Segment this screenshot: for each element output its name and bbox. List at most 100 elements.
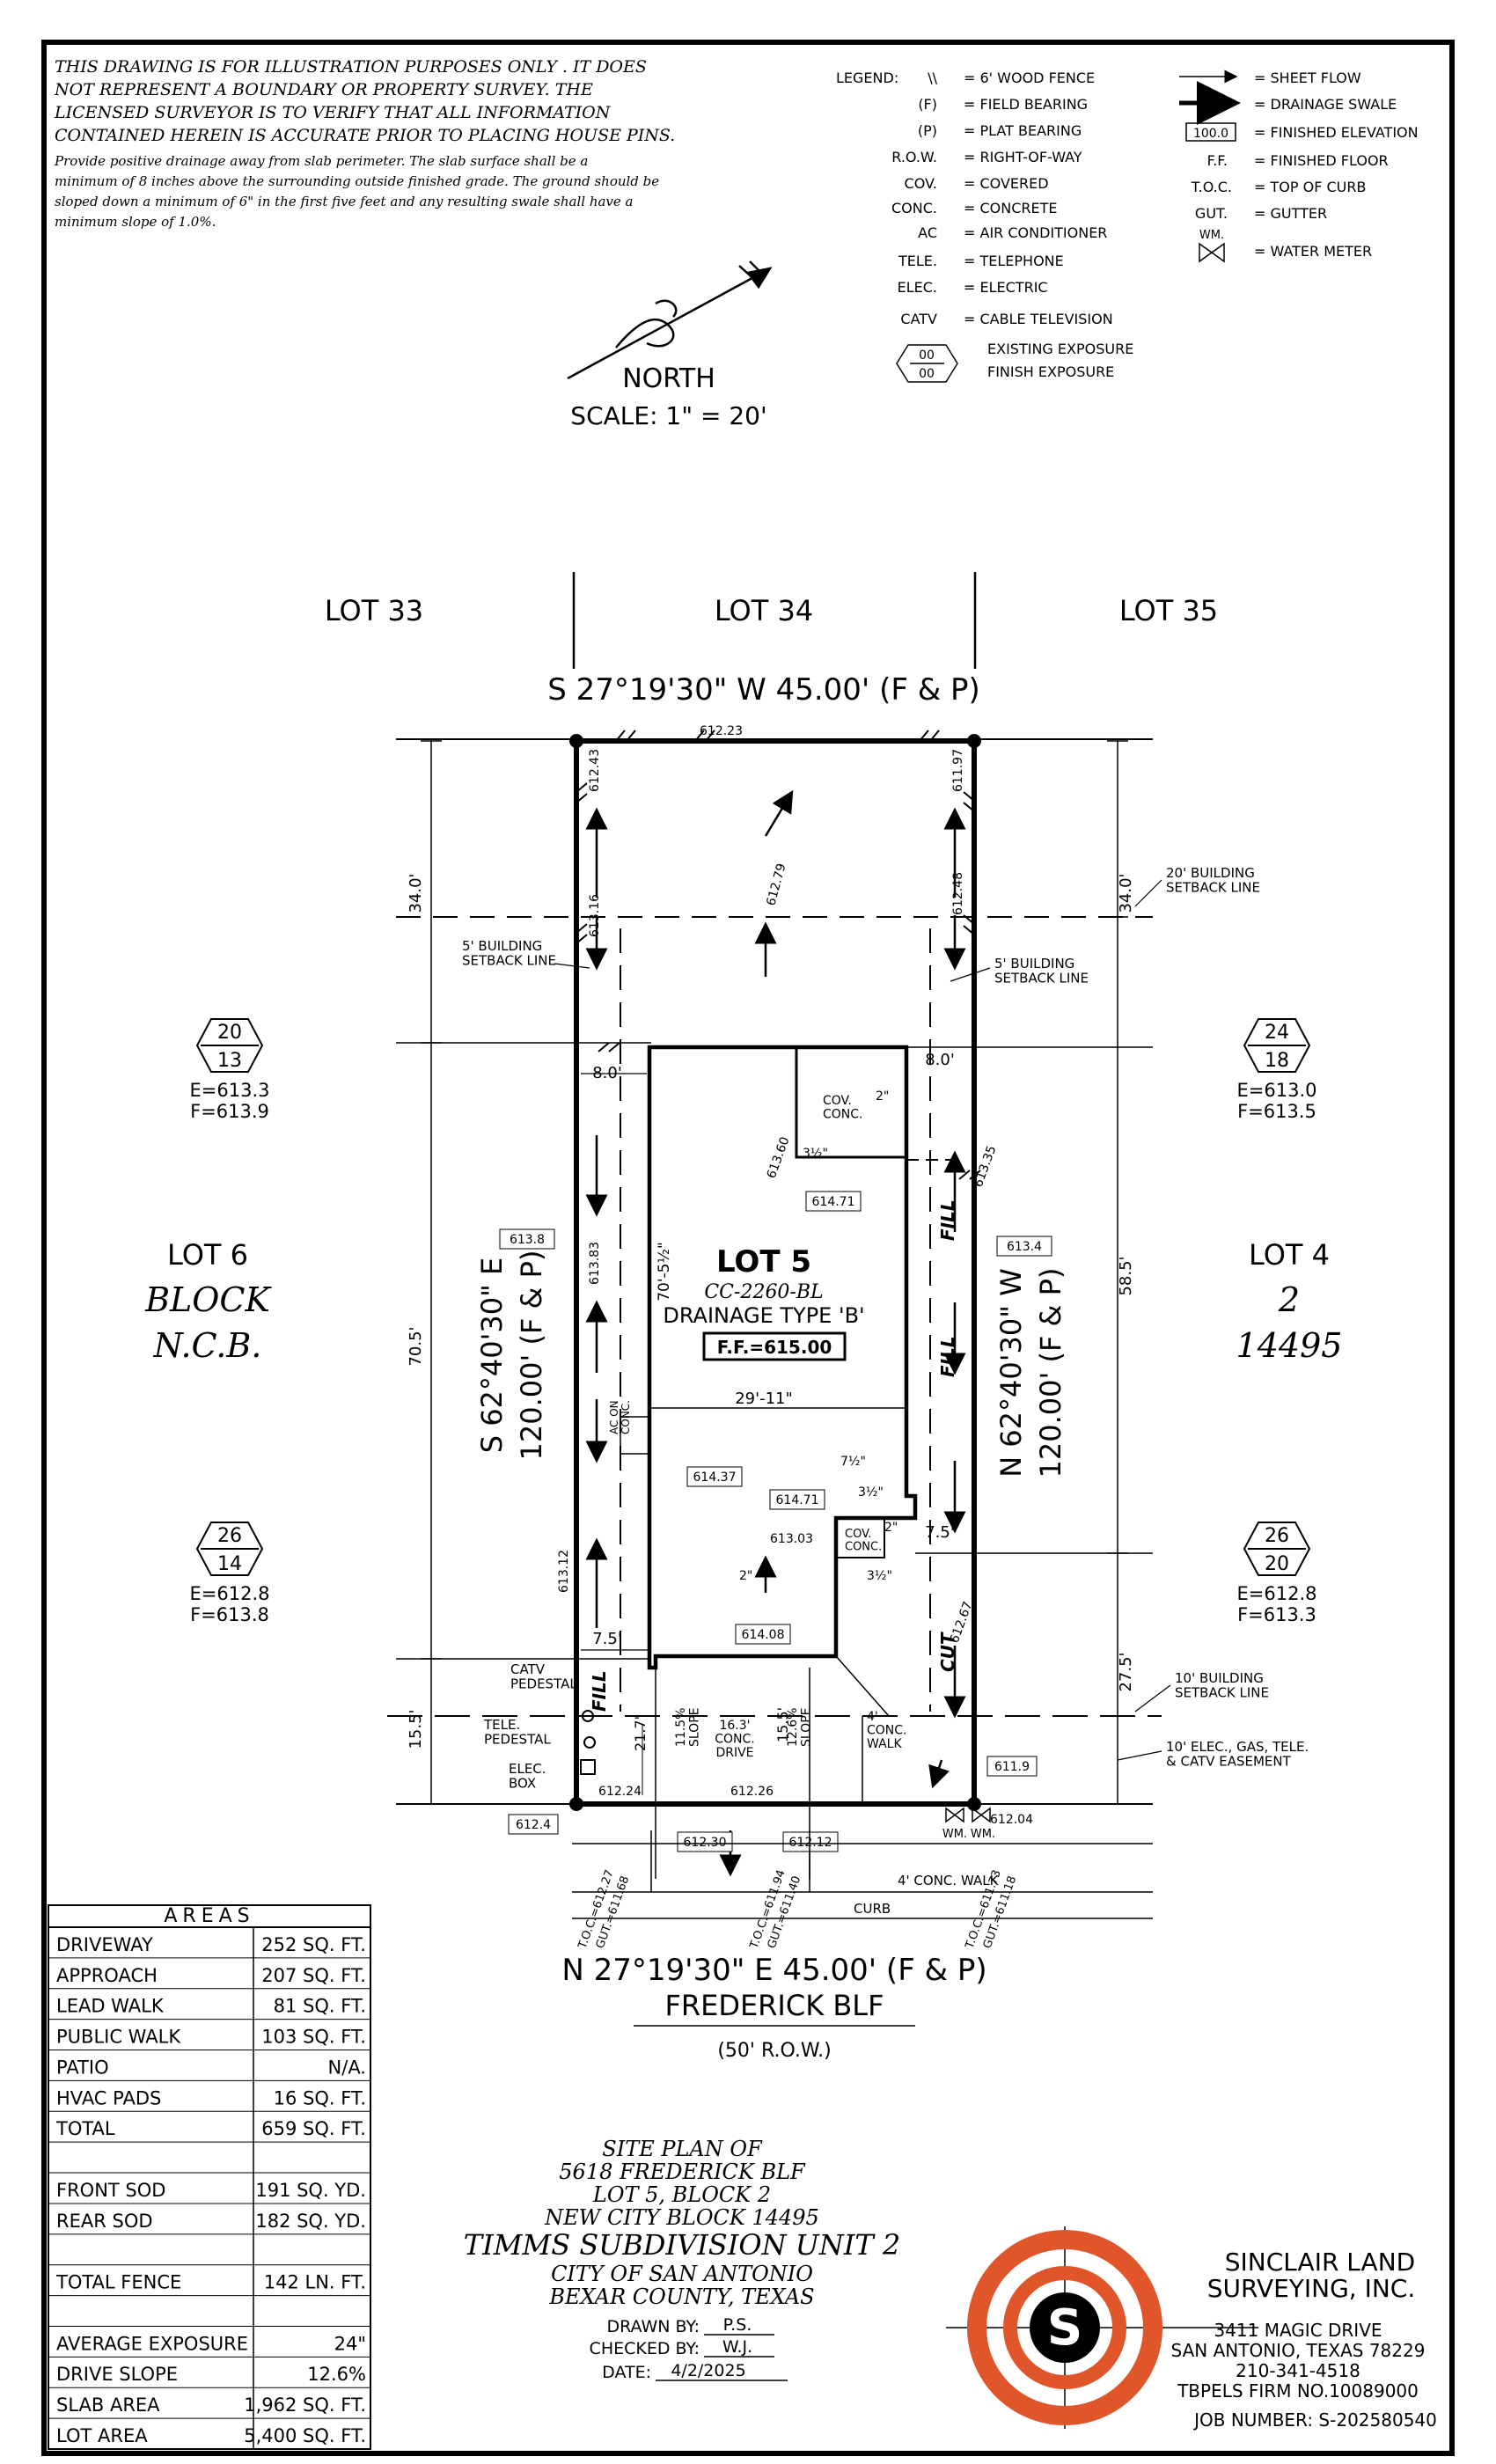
dim-312c: 3½" [867,1569,892,1583]
area-label: REAR SOD [56,2211,153,2232]
fence-marks [576,730,981,1180]
elevation: 612.30 [684,1836,727,1850]
elevation: 613.83 [588,1242,602,1285]
legend-label: = GUTTER [1254,205,1327,222]
elevation: 613.03 [770,1532,813,1546]
legend-label: = FINISHED ELEVATION [1254,124,1419,141]
tele-pedestal-label: TELE.PEDESTAL [483,1717,551,1748]
area-value: 81 SQ. FT. [274,1996,366,2017]
elevation: 611.9 [994,1760,1030,1774]
slope-1: 11.5%SLOPE [674,1708,701,1748]
legend-symbol: COV. [905,175,937,192]
elevation: 613.4 [1007,1240,1042,1254]
house-plan: CC-2260-BL [704,1281,823,1303]
finish-elevation: F=613.3 [1237,1604,1316,1625]
legend-title: LEGEND: [836,70,898,86]
elevation: 612.26 [730,1785,774,1799]
side-setback-right-top: 8.0' [925,1051,955,1069]
legend-symbol: (P) [918,122,937,139]
small-dims: 2" 3½" 7½" 3½" 2" 3½" 2" [739,1089,898,1583]
legend-label: = CABLE TELEVISION [964,311,1113,327]
disclaimer-line: LICENSED SURVEYOR IS TO VERIFY THAT ALL … [54,103,612,122]
area-label: LOT AREA [56,2425,148,2446]
legend-symbol: R.O.W. [891,149,937,165]
legend-label: = ELECTRIC [964,279,1048,296]
title-line: 5618 FREDERICK BLF [559,2160,806,2184]
company-firm: TBPELS FIRM NO.10089000 [1177,2380,1419,2402]
catv-pedestal-icon [582,1710,594,1722]
block-label: BLOCK [144,1280,272,1319]
exposure-value: 26 [1265,1525,1289,1547]
left-dimensions [396,740,651,1805]
dim-34: 34.0' [407,873,425,913]
legend-symbol: \\ [928,70,937,86]
exposure-value: 14 [217,1553,242,1575]
left-distance: 120.00' (F & P) [515,1250,548,1461]
subdivision-title: TIMMS SUBDIVISION UNIT 2 [464,2228,901,2262]
legend-label: = COVERED [964,175,1049,192]
elevation: 613.60 [765,1135,793,1181]
area-value: 5,400 SQ. FT. [244,2425,366,2446]
existing-elevation: E=613.3 [190,1080,270,1101]
lot-34-label: LOT 34 [715,594,813,627]
right-lot-info: 24 18 E=613.0 F=613.5 LOT 4 2 14495 26 2… [1236,1018,1342,1625]
side-setback-right-bottom: 7.5' [925,1523,955,1542]
tele-pedestal-icon [583,1736,596,1749]
legend-symbol: (F) [918,96,937,113]
legend-label: = FINISHED FLOOR [1254,152,1389,169]
area-value: N/A. [328,2057,366,2078]
finished-floor-box [702,1331,847,1361]
cov-conc-rear: COV.CONC. [823,1094,863,1121]
easement-label: 10' ELEC., GAS, TELE.& CATV EASEMENT [1166,1739,1309,1770]
disclaimer-line: CONTAINED HEREIN IS ACCURATE PRIOR TO PL… [55,126,675,145]
exposure-right-bottom-icon [1243,1522,1311,1576]
company-info: SINCLAIR LAND SURVEYING, INC. 3411 MAGIC… [1171,2248,1437,2431]
exposure-left-top-icon [195,1018,264,1073]
dim-2b: 2" [884,1521,898,1535]
drawing-credits: DRAWN BY: P.S. CHECKED BY: W.J. DATE: 4/… [590,2315,788,2382]
drawn-by-label: DRAWN BY: [606,2317,700,2336]
exposure-right-top-icon [1243,1018,1311,1073]
street-name: FREDERICK BLF [664,1989,884,2022]
elevation: 612.04 [990,1813,1033,1827]
legend-label: = CONCRETE [964,200,1058,216]
dim-312a: 3½" [803,1147,828,1161]
bottom-bearing: N 27°19'30" E 45.00' (F & P) [561,1953,986,1988]
title-line: SITE PLAN OF [602,2137,763,2161]
exposure-symbol-bottom: 00 [919,367,935,381]
lot-33-label: LOT 33 [325,594,423,627]
area-value: 182 SQ. YD. [255,2211,366,2232]
area-label: TOTAL [55,2118,115,2139]
scale-label: SCALE: 1" = 20' [570,401,766,430]
disclaimer-line: THIS DRAWING IS FOR ILLUSTRATION PURPOSE… [55,57,647,77]
finish-elevation: F=613.5 [1237,1101,1316,1122]
dim-2a: 2" [876,1089,889,1104]
left-bearing: S 62°40'30" E [475,1258,509,1454]
lot-4-label: LOT 4 [1249,1238,1330,1272]
elevation: 614.08 [742,1628,785,1642]
finished-elevation-icon [1185,122,1236,142]
disclaimer-line: NOT REPRESENT A BOUNDARY OR PROPERTY SUR… [54,80,593,99]
legend-label: = TOP OF CURB [1254,179,1366,195]
exposure-label: FINISH EXPOSURE [987,363,1114,380]
elevation: 613.12 [557,1550,571,1593]
dim-70-5: 70.5' [407,1326,425,1366]
title-line: NEW CITY BLOCK 14495 [544,2205,819,2230]
date-value: 4/2/2025 [671,2361,745,2380]
legend-symbol: F.F. [1207,152,1228,169]
area-value: 24" [334,2333,366,2354]
elevation: 613.8 [510,1233,545,1247]
conc-walk: 4'CONC.WALK [867,1710,907,1751]
elec-box-icon [580,1759,596,1775]
north-arrow-icon [567,260,773,380]
exposure-symbol-top: 00 [919,348,935,363]
dim-34-right: 34.0' [1117,873,1135,913]
top-bearing: S 27°19'30" W 45.00' (F & P) [547,672,980,708]
exposure-value: 26 [217,1525,242,1547]
area-label: DRIVE SLOPE [56,2364,178,2385]
legend-label: = DRAINAGE SWALE [1254,96,1397,113]
legend-symbol: GUT. [1195,205,1228,222]
company-address: 3411 MAGIC DRIVE [1214,2320,1382,2341]
